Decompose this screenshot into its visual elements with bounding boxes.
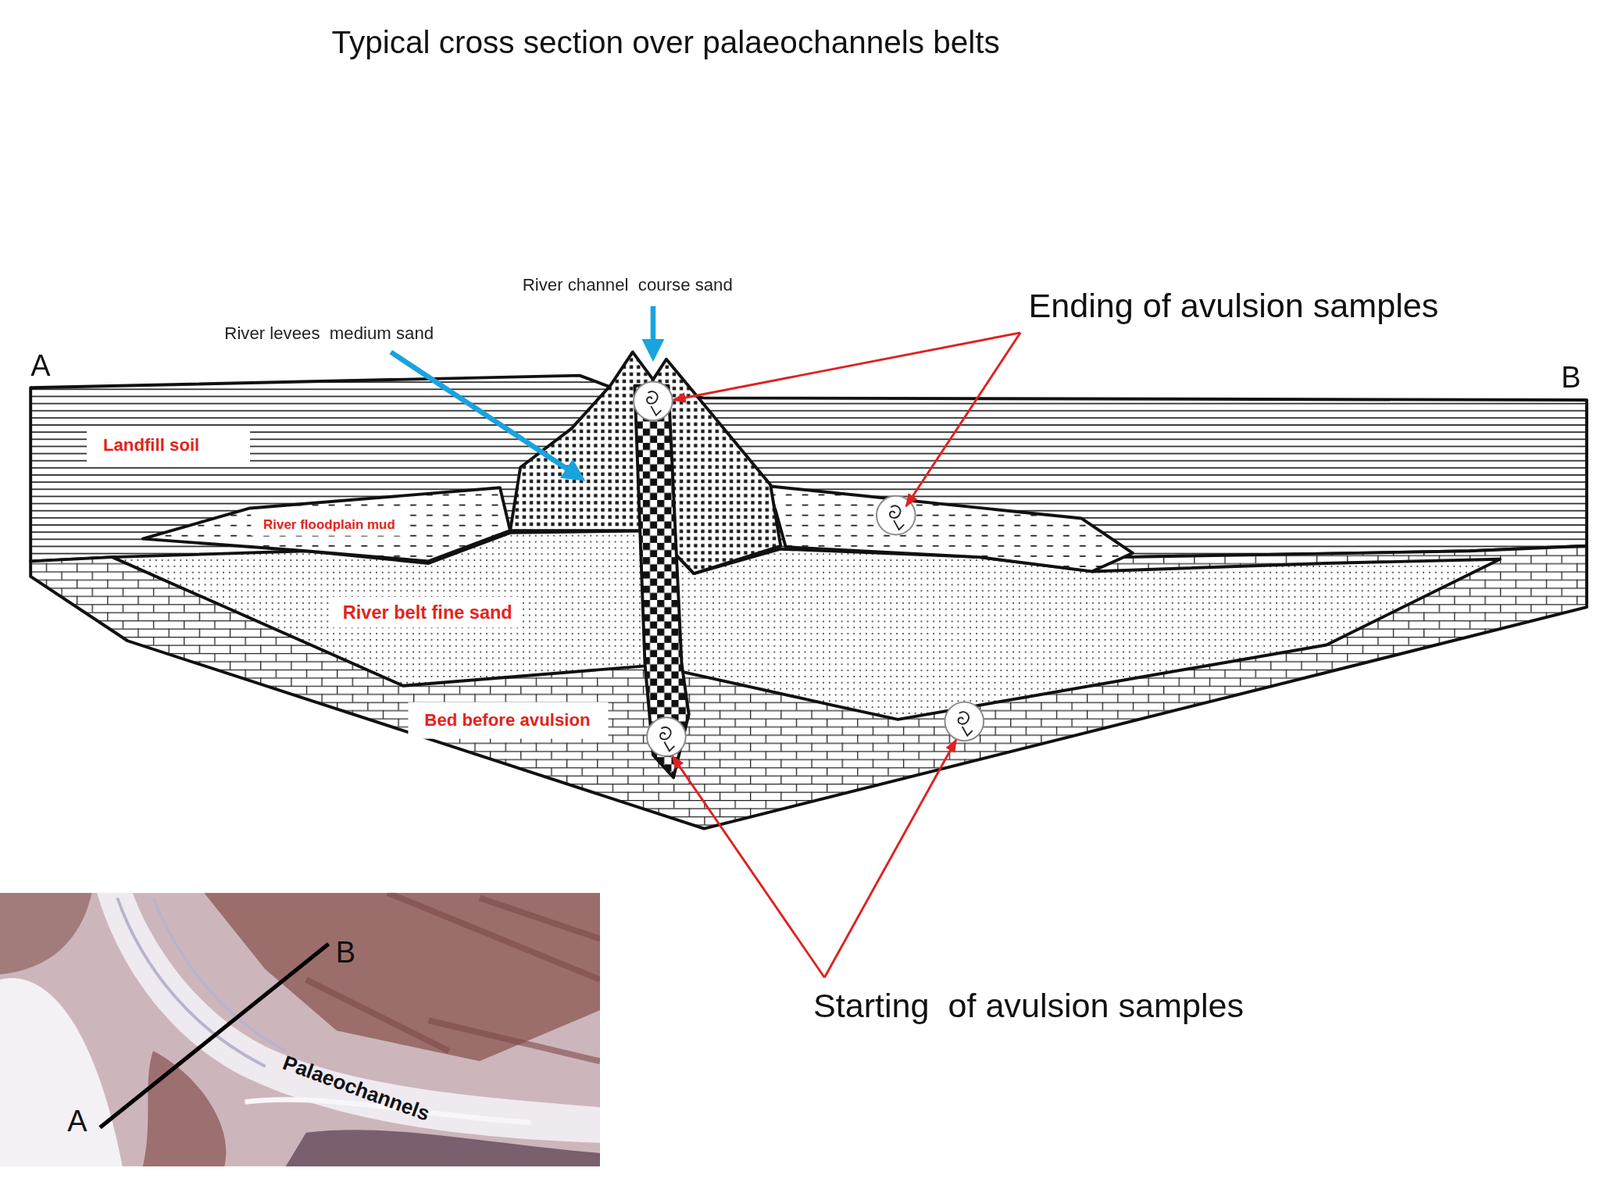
terrain-streak <box>306 892 600 1062</box>
callout-text: River channel course sand <box>522 275 733 297</box>
diagram-title: Typical cross section over palaeochannel… <box>331 24 1000 61</box>
strata-layer: River belt fine sand <box>109 527 1504 722</box>
callout-text: Ending of avulsion samples <box>1028 286 1440 326</box>
section-end-label: A <box>67 1105 87 1140</box>
satellite-image <box>0 892 600 1167</box>
sand-patch <box>0 978 123 1167</box>
image-background <box>0 892 600 1167</box>
leader-arrow <box>650 306 657 358</box>
channel-streak <box>117 897 286 1067</box>
layer-shape <box>30 546 1587 829</box>
callout-text: Starting of avulsion samples <box>813 986 1244 1026</box>
section-end-label: A <box>30 349 50 384</box>
section-end-label: B <box>1560 360 1581 396</box>
leader-arrow <box>673 332 1021 400</box>
section-end-label: B <box>335 935 356 971</box>
layer-label: Bed before avulsion <box>407 702 608 740</box>
layer-outline <box>109 527 1504 722</box>
layer-label: Landfill soil <box>86 426 250 466</box>
section-line <box>100 943 329 1128</box>
terrain-patch <box>0 892 93 975</box>
layer-shape <box>142 487 511 561</box>
callout-text: River levees medium sand <box>224 323 434 344</box>
layer-label: River belt fine sand <box>332 596 523 628</box>
terrain-patch <box>285 1129 600 1167</box>
strata-layer: River floodplain mud <box>139 482 1136 575</box>
terrain-patch <box>142 1050 227 1167</box>
layer-label: River floodplain mud <box>250 513 408 536</box>
